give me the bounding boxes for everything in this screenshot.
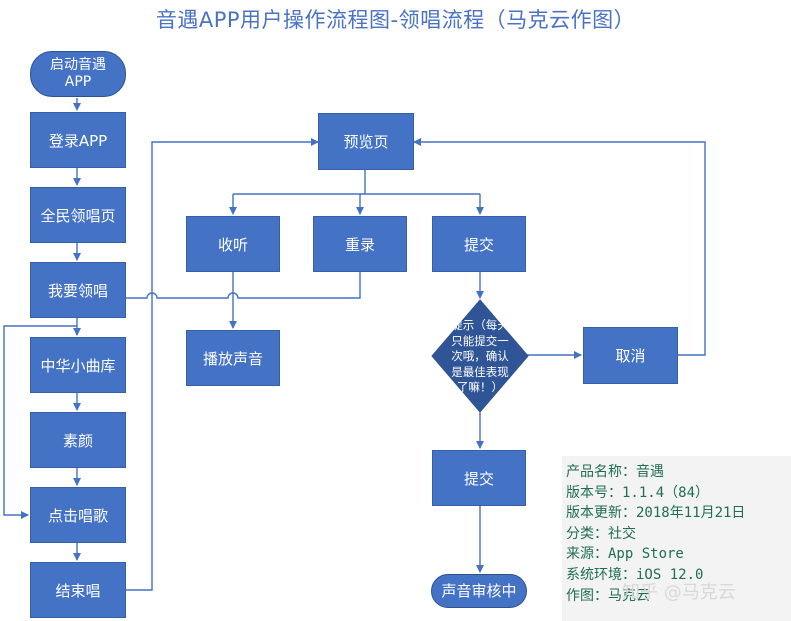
node-song-library: 中华小曲库 (30, 337, 126, 393)
node-all-sing: 全民领唱页 (30, 187, 126, 243)
node-play-sound: 播放声音 (186, 330, 280, 386)
decision-line: 只能提交一 (451, 333, 509, 348)
info-source: 来源：App Store (566, 546, 684, 563)
start-label-line1: 启动音遇 (50, 57, 106, 73)
info-system: 系统环境：iOS 12.0 (566, 566, 704, 583)
decision-text: 提示（每天 只能提交一 次哦，确认 是最佳表现 了嘛！） (437, 318, 523, 396)
decision-line: 次哦，确认 (451, 349, 509, 363)
arrow-endsing-preview (126, 138, 319, 591)
decision-line: 提示（每天 (451, 318, 509, 332)
info-update-date: 版本更新：2018年11月21日 (566, 505, 746, 522)
info-category: 分类：社交 (566, 525, 636, 542)
node-rerecord: 重录 (313, 216, 407, 272)
node-cancel: 取消 (583, 327, 678, 384)
node-i-lead: 我要领唱 (30, 262, 126, 318)
node-tap-sing: 点击唱歌 (30, 487, 126, 543)
info-product-name: 产品名称：音遇 (566, 464, 664, 480)
diagram-title: 音遇APP用户操作流程图-领唱流程（马克云作图） (155, 8, 636, 32)
start-label-line2: APP (64, 74, 92, 90)
node-login: 登录APP (30, 112, 126, 168)
node-plain-face: 素颜 (30, 412, 126, 468)
arrow-rerecord-ilead (126, 272, 361, 299)
decision-line: 了嘛！） (457, 380, 503, 394)
node-submit: 提交 (432, 216, 526, 272)
node-under-review: 声音审核中 (431, 574, 527, 608)
node-submit-final: 提交 (432, 450, 526, 506)
info-version: 版本号：1.1.4（84） (566, 484, 710, 501)
arrow-ilead-tapsing (3, 325, 77, 519)
node-preview: 预览页 (318, 113, 414, 170)
info-author: 作图：马克云 (566, 587, 650, 604)
decision-diamond (431, 299, 529, 413)
node-end-sing: 结束唱 (30, 562, 126, 618)
arrow-cancel-preview (413, 138, 706, 356)
watermark: 知乎 @马克云 (622, 582, 736, 603)
product-info-panel: 产品名称：音遇 版本号：1.1.4（84） 版本更新：2018年11月21日 分… (562, 456, 791, 621)
decision-line: 是最佳表现 (451, 364, 509, 379)
node-listen: 收听 (186, 216, 280, 272)
